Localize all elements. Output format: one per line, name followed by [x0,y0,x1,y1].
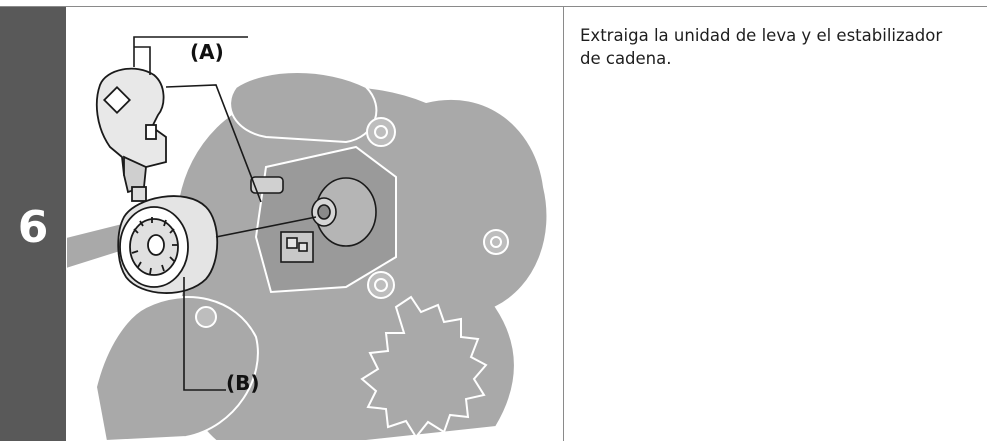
bolt-boss-1 [366,117,396,147]
upper-arm [229,71,378,144]
chain-cog [360,295,488,439]
bolt-boss-3 [483,229,509,255]
callout-b-label: (B) [226,371,260,395]
top-divider [0,6,987,7]
callout-b-line [183,277,226,391]
instruction-text: Extraiga la unidad de leva y el estabili… [580,26,943,68]
column-divider [563,7,564,441]
bolt-boss-4 [195,306,217,328]
bolt-boss-2 [367,271,395,299]
illustration: (A) (B) [66,7,563,441]
cam-square-hole [102,85,132,115]
step-number: 6 [17,202,49,253]
callout-a-label: (A) [190,40,224,64]
lower-pulley-area [94,296,259,441]
derailleur-diagram [66,36,549,441]
step-sidebar [0,7,66,441]
shaft-pin [250,176,284,194]
callout-a-line [133,36,248,67]
